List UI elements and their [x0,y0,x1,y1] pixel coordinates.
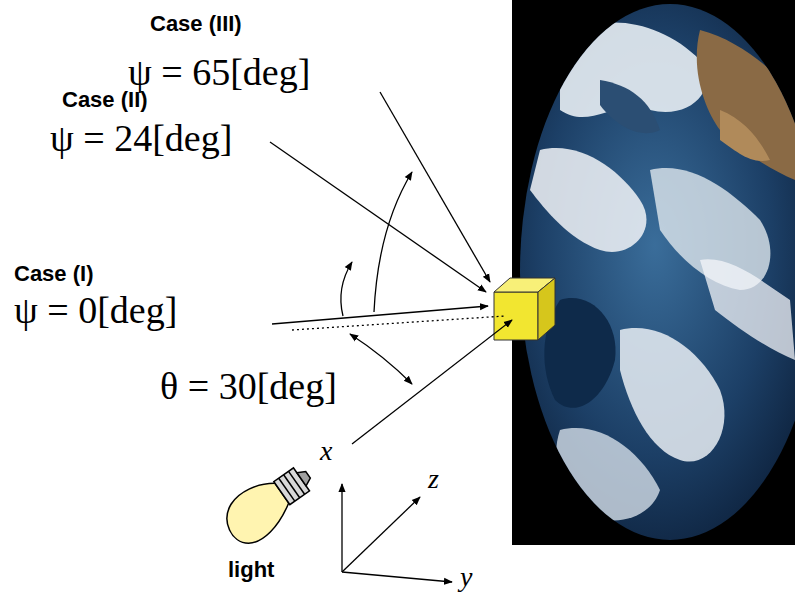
yellow-cube [494,278,555,340]
z-axis [342,497,420,572]
case1-direction [272,306,488,324]
angle-label: ψ = 65[deg] [128,52,310,94]
case-label: Case (II) [62,88,148,112]
x-axis [341,484,342,572]
axis-label: y [460,562,472,593]
angle-label: ψ = 0[deg] [14,290,177,332]
angle-label: ψ = 24[deg] [50,118,232,160]
axis-label: z [428,464,439,495]
light-direction [352,320,512,444]
light-label: light [228,558,274,582]
case-label: Case (III) [150,12,242,36]
psi24-arc [341,262,352,316]
light-bulb [216,456,323,551]
case-label: Case (I) [14,262,93,286]
earth-picture [520,4,795,540]
theta-arc [350,334,412,384]
psi65-arc [374,172,412,312]
reference-dotted-line [292,316,505,330]
case3-direction [380,92,490,282]
y-axis [342,572,452,582]
angle-label: θ = 30[deg] [160,366,337,408]
axis-label: x [320,436,332,467]
